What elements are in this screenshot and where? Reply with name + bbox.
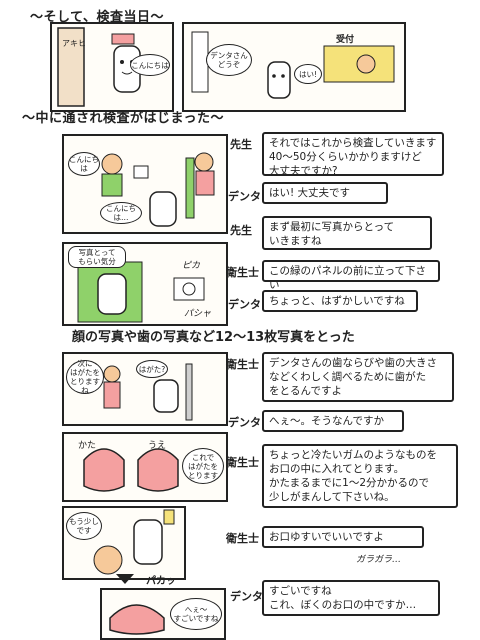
tooth-at-door-illustration <box>57 27 141 107</box>
photo-sticker: 写真とって もらい気分 <box>68 246 126 268</box>
dialogue-box: へぇ〜。そうなんですか <box>262 410 404 432</box>
impression-intro-illustration <box>103 363 193 421</box>
section-header-day: ～そして、検査当日～ <box>30 10 164 25</box>
reception-sign: 受付 <box>336 35 355 45</box>
speech-bubble-dentist: こんにちは <box>68 152 100 176</box>
dialogue-text: お口ゆすいでいいですよ <box>269 531 384 543</box>
dialogue-text: ちょっと冷たいガムのようなものを お口の中に入れてとります。 かたまるまでに1〜… <box>269 449 437 503</box>
dialogue-text: ちょっと、はずかしいですね <box>269 295 405 307</box>
speaker-label: 衛生士 <box>226 532 259 545</box>
impression-result-illustration <box>109 604 165 635</box>
speech-bubble-next-step: 次に はがたを とりますね <box>66 359 104 395</box>
speech-bubble-call: デンタさん どうぞ <box>206 44 252 76</box>
impression-wait-illustration <box>93 509 175 575</box>
speaker-label: デンタ <box>230 590 263 603</box>
pop-sfx: パカッ <box>146 576 176 587</box>
door-sign: アキヒ <box>62 39 86 48</box>
section-header-exam-start: ～中に通され検査がはじまった～ <box>22 111 224 126</box>
dialogue-box: まず最初に写真からとって いきますね <box>262 216 432 250</box>
comic-panel-impression-result: へぇ〜 すごいですね <box>100 588 226 640</box>
comic-panel-impression-wait: もう少し です <box>62 506 186 580</box>
flash-sfx: ピカ <box>182 261 201 271</box>
comic-panel-photo: 写真とって もらい気分 ピカ パシャ <box>62 242 228 326</box>
dialogue-box: すごいですね これ、ぼくのお口の中ですか… <box>262 580 440 616</box>
dialogue-text: まず最初に写真からとって いきますね <box>269 221 395 247</box>
rinse-sfx: ガラガラ… <box>356 555 402 565</box>
speaker-label: 先生 <box>230 138 252 151</box>
dialogue-text: それではこれから検査していきます 40〜50分くらいかかりますけど 大丈夫ですか… <box>269 137 437 177</box>
speech-bubble-tray: これで はがたを とります <box>182 448 224 484</box>
speaker-label: 衛生士 <box>226 266 259 279</box>
speech-bubble-question: はがた? <box>136 360 168 378</box>
speaker-label: 先生 <box>230 224 252 237</box>
speaker-label: 衛生士 <box>226 456 259 469</box>
speaker-label: デンタ <box>228 416 261 429</box>
comic-panel-impression-trays: かた うえ これで はがたを とります <box>62 432 228 502</box>
dialogue-text: すごいですね これ、ぼくのお口の中ですか… <box>269 585 417 611</box>
speech-bubble-greeting: こんにちは <box>130 54 170 76</box>
photo-count-caption: 顔の写真や歯の写真など12～13枚写真をとった <box>72 330 355 345</box>
tray-tag-left: かた <box>78 441 97 451</box>
down-arrow-icon <box>116 574 134 584</box>
dialogue-text: この緑のパネルの前に立って下さい <box>269 265 426 291</box>
photo-session-illustration <box>77 261 205 323</box>
speech-bubble-almost: もう少し です <box>66 512 102 540</box>
dialogue-text: はい! 大丈夫です <box>269 187 351 199</box>
speech-bubble-reply: はい! <box>294 64 322 84</box>
speaker-label: デンタ <box>228 190 261 203</box>
dialogue-text: デンタさんの歯ならびや歯の大きさ などくわしく調べるために歯がた をとるんですよ <box>269 357 437 397</box>
tray-tag-right: うえ <box>148 441 167 451</box>
comic-panel-impression-intro: 次に はがたを とりますね はがた? <box>62 352 228 426</box>
reception-illustration <box>191 31 395 99</box>
speaker-label: 衛生士 <box>226 358 259 371</box>
speech-bubble-tooth: こんにちは… <box>100 202 142 224</box>
speaker-label: デンタ <box>228 298 261 311</box>
comic-panel-reception: デンタさん どうぞ はい! 受付 <box>182 22 406 112</box>
impression-trays-illustration <box>83 448 179 492</box>
comic-panel-arrival: アキヒ こんにちは <box>50 22 174 112</box>
dialogue-box: ちょっと冷たいガムのようなものを お口の中に入れてとります。 かたまるまでに1〜… <box>262 444 458 508</box>
greeting-illustration <box>101 152 215 227</box>
dialogue-box: ちょっと、はずかしいですね <box>262 290 418 312</box>
comic-panel-greeting: こんにちは こんにちは… <box>62 134 228 234</box>
dialogue-box: はい! 大丈夫です <box>262 182 388 204</box>
dialogue-box: この緑のパネルの前に立って下さい <box>262 260 440 291</box>
shutter-sfx: パシャ <box>184 309 212 319</box>
dialogue-box: お口ゆすいでいいですよ <box>262 526 424 548</box>
speech-bubble-amazed: へぇ〜 すごいですね <box>170 598 222 630</box>
dialogue-text: へぇ〜。そうなんですか <box>269 415 384 427</box>
dialogue-box: デンタさんの歯ならびや歯の大きさ などくわしく調べるために歯がた をとるんですよ <box>262 352 454 402</box>
dialogue-box: それではこれから検査していきます 40〜50分くらいかかりますけど 大丈夫ですか… <box>262 132 444 177</box>
